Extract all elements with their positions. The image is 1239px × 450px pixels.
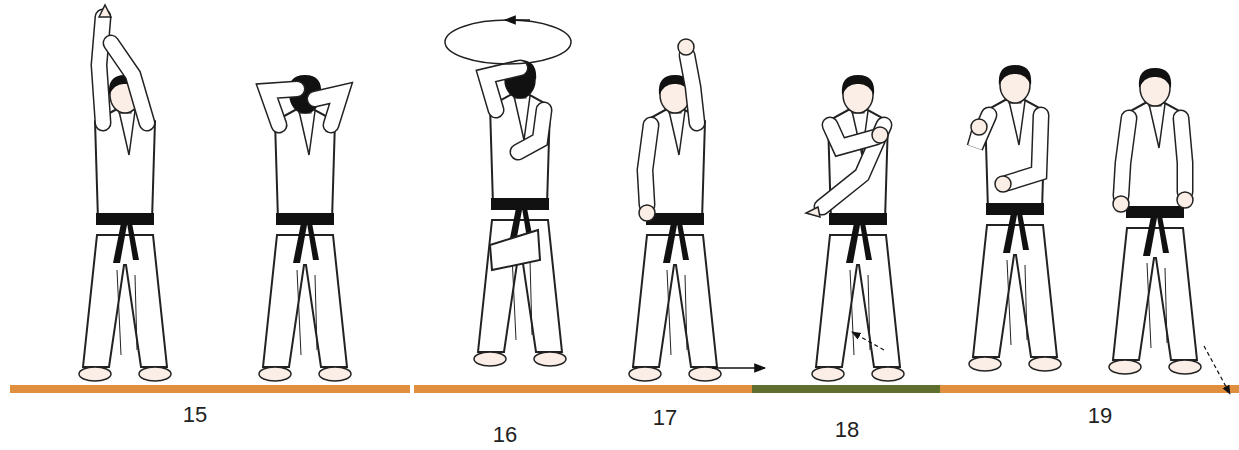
fist — [1113, 196, 1129, 212]
fist — [971, 119, 987, 135]
rotation-ellipse — [445, 20, 571, 64]
karate-figure — [474, 60, 566, 366]
hand — [99, 5, 111, 17]
floor-bar — [752, 385, 940, 393]
arm-outline — [1181, 118, 1185, 192]
arm — [267, 89, 297, 125]
step-number: 18 — [835, 419, 859, 441]
arm-outline — [645, 125, 651, 205]
arm — [486, 68, 520, 110]
karate-figure — [629, 39, 721, 381]
arm-outline — [267, 89, 297, 125]
arm — [111, 43, 147, 123]
karate-figure — [259, 75, 351, 381]
figure-body — [969, 65, 1061, 371]
step-number: 17 — [653, 407, 677, 429]
raised-knee — [490, 230, 540, 270]
step-number: 15 — [183, 404, 207, 426]
fist — [995, 176, 1011, 192]
arm-outline — [99, 17, 103, 123]
arm-outline — [1121, 118, 1129, 196]
arm — [99, 17, 103, 123]
arm — [315, 93, 341, 125]
step-arrow — [852, 332, 884, 350]
step-number: 19 — [1088, 405, 1112, 427]
arm-outline — [111, 43, 147, 123]
arm-outline — [687, 55, 697, 123]
arm — [518, 110, 544, 152]
arm — [687, 55, 697, 123]
arm — [1181, 118, 1185, 192]
arm — [1121, 118, 1129, 196]
arm-outline — [486, 68, 520, 110]
arm-outline — [518, 110, 544, 152]
step-number: 16 — [493, 424, 517, 446]
step-arrow — [712, 367, 765, 369]
hand — [806, 207, 820, 217]
figure-body — [474, 60, 566, 366]
arm — [645, 125, 651, 205]
figure-body — [259, 75, 351, 381]
floor-bar — [414, 385, 752, 393]
arm — [1007, 115, 1041, 183]
fist — [1177, 192, 1193, 208]
arm-outline — [315, 93, 341, 125]
step-arrow — [1204, 346, 1230, 394]
rotation-arrow — [505, 19, 530, 21]
fist — [678, 39, 694, 55]
karate-figure — [79, 5, 171, 381]
karate-figure — [969, 65, 1061, 371]
figure-body — [79, 75, 171, 381]
figure-body — [629, 75, 721, 381]
fist — [872, 127, 888, 143]
fist — [639, 205, 655, 221]
floor-bar — [10, 385, 410, 393]
arm-outline — [830, 125, 876, 147]
arm — [830, 125, 876, 147]
karate-figure — [1109, 68, 1201, 374]
figure-body — [812, 75, 904, 381]
floor-bar — [940, 385, 1239, 393]
arm-outline — [1007, 115, 1041, 183]
figure-body — [1109, 68, 1201, 374]
karate-figure — [806, 75, 904, 381]
